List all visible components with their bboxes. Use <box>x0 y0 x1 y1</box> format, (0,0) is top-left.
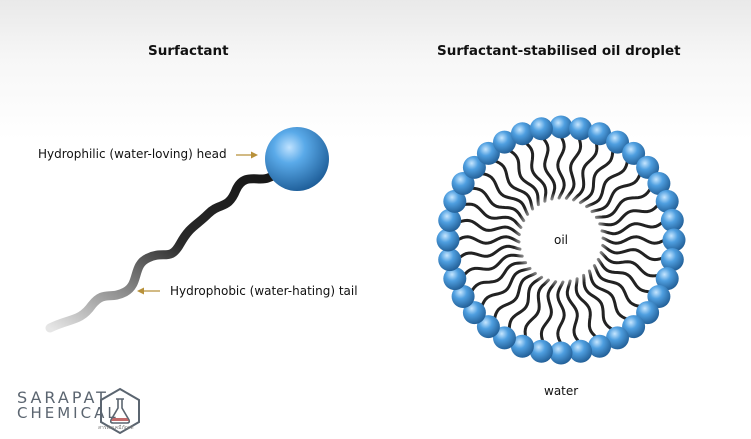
droplet-tail <box>596 257 653 294</box>
water-label: water <box>544 384 579 398</box>
head-arrow <box>236 151 258 159</box>
surfactant-tail <box>45 167 288 333</box>
droplet-head <box>636 155 660 179</box>
droplet-tail <box>469 186 526 223</box>
droplet-tail <box>539 280 558 344</box>
droplet-head <box>443 267 467 291</box>
droplet-head <box>588 334 612 358</box>
droplet-tail <box>524 141 548 203</box>
droplet-tail <box>599 251 660 278</box>
droplet-tail <box>457 218 521 237</box>
droplet-tail <box>598 203 660 227</box>
droplet-head <box>647 285 671 308</box>
droplet-tail <box>585 159 629 209</box>
droplet-head <box>462 301 486 325</box>
droplet-head <box>476 141 500 165</box>
tail-label: Hydrophobic (water-hating) tail <box>170 284 358 298</box>
droplet-tail <box>541 136 557 201</box>
droplet-tail <box>507 275 544 332</box>
surfactant-head <box>265 127 329 191</box>
droplet-tail <box>507 148 540 207</box>
droplet-title: Surfactant-stabilised oil droplet <box>437 43 681 59</box>
droplet-head <box>636 301 660 325</box>
droplet-head <box>462 155 486 179</box>
droplet-tail <box>564 136 583 200</box>
droplet-head <box>622 315 646 339</box>
oil-core <box>513 192 609 288</box>
droplet-head <box>622 141 646 165</box>
droplet-head <box>660 208 684 232</box>
droplet-head <box>436 228 460 252</box>
droplet-head <box>655 189 679 213</box>
droplet-head <box>569 339 593 363</box>
droplet-head <box>443 189 467 213</box>
droplet-head <box>510 122 534 146</box>
droplet-tail <box>582 273 615 332</box>
droplet-head <box>662 228 686 252</box>
droplet-tail <box>493 271 537 321</box>
droplet-head <box>549 115 573 139</box>
flask-logo-icon <box>100 387 140 435</box>
droplet-tail <box>587 269 629 321</box>
droplet-head <box>549 341 573 365</box>
droplet-head <box>569 117 593 141</box>
droplet-tail <box>469 261 528 294</box>
droplet-tail <box>592 264 642 308</box>
tail-arrow <box>137 287 160 295</box>
head-label: Hydrophilic (water-loving) head <box>38 147 227 161</box>
droplet-head <box>493 130 516 154</box>
droplet-tail <box>574 277 598 339</box>
droplet-head <box>606 130 629 154</box>
surfactant-title: Surfactant <box>148 43 229 59</box>
droplet-head <box>476 315 500 339</box>
droplet-tail <box>601 235 666 245</box>
droplet-tail <box>594 186 653 219</box>
droplet-tail <box>462 202 523 229</box>
droplet-head <box>588 122 612 146</box>
droplet-tail <box>556 280 566 345</box>
droplet-head <box>655 267 679 291</box>
oil-droplet <box>436 115 686 365</box>
droplet-tail <box>462 253 524 277</box>
droplet-tail <box>590 172 642 214</box>
droplet-head <box>438 208 462 232</box>
droplet-head <box>510 334 534 358</box>
logo-line1: SARAPAT <box>17 388 109 407</box>
droplet-tail <box>523 278 550 339</box>
logo-tagline: สารพัดเคมีภัณฑ์ <box>98 425 134 431</box>
droplet-tail <box>578 148 615 205</box>
droplet-tail <box>493 159 535 211</box>
oil-label: oil <box>554 233 569 247</box>
droplet-tail <box>572 141 599 202</box>
droplet-head <box>529 117 553 141</box>
droplet-head <box>606 326 629 350</box>
droplet-head <box>660 248 684 272</box>
droplet-tail <box>556 135 566 200</box>
droplet-tail <box>565 279 581 344</box>
droplet-tail <box>480 266 532 308</box>
droplet-head <box>529 339 553 363</box>
droplet-head <box>451 172 475 195</box>
droplet-tail <box>601 243 665 262</box>
droplet-tail <box>600 220 665 236</box>
droplet-head <box>493 326 516 350</box>
droplet-head <box>647 172 671 195</box>
droplet-tail <box>456 235 521 245</box>
logo-line2: CHEMICAL <box>17 404 119 422</box>
droplet-head <box>451 285 475 308</box>
droplet-head <box>438 248 462 272</box>
droplet-tail <box>457 244 522 260</box>
droplet-tail <box>480 172 530 216</box>
